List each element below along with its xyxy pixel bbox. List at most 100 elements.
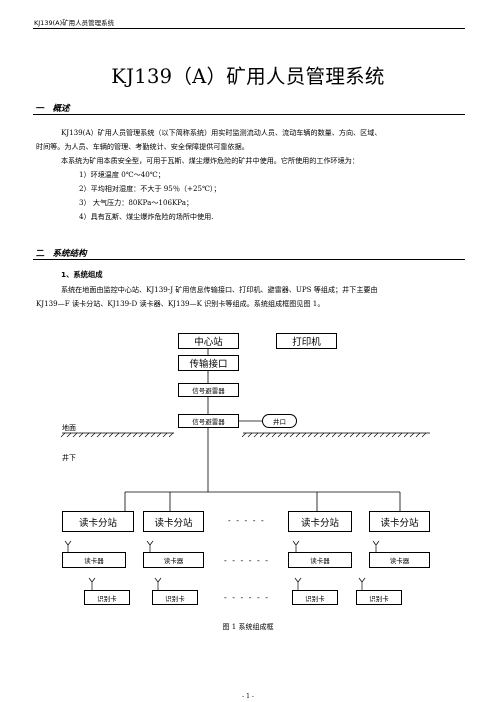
list-item: 2）平均相对湿度：不大于 95％（+25℃）； [79, 184, 221, 193]
page-number: - 1 - [242, 693, 254, 700]
substation-box: 读卡分站 [369, 511, 430, 532]
ground-hatch [343, 432, 349, 438]
ground-hatch [138, 432, 144, 438]
ground-hatch [84, 432, 90, 438]
ground-hatch [265, 432, 271, 438]
ground-hatch [271, 432, 277, 438]
section-rule [33, 259, 465, 260]
reader-box: 读卡器 [369, 552, 430, 568]
document-title: KJ139（A）矿用人员管理系统 [111, 65, 385, 88]
ground-hatch [307, 432, 313, 438]
ground-label: 地面 [62, 424, 76, 432]
ground-hatch [144, 432, 150, 438]
ground-hatch [373, 432, 379, 438]
subsection-heading: 1、系统组成 [61, 270, 103, 279]
lightning-arrester-box-2: 信号避雷器 [178, 414, 239, 428]
ground-hatch [295, 432, 301, 438]
ground-hatch [90, 432, 96, 438]
ellipsis-dash: - - - - - - [224, 593, 270, 602]
reader-box: 读卡器 [143, 552, 204, 568]
ground-hatch [289, 432, 295, 438]
running-header: KJ139(A)矿用人员管理系统 [34, 19, 115, 27]
antenna-icon [64, 540, 72, 552]
ground-hatch [283, 432, 289, 438]
ground-hatch [132, 432, 138, 438]
ground-hatch [277, 432, 283, 438]
ground-hatch [301, 432, 307, 438]
ground-hatch [391, 432, 397, 438]
ground-hatch [379, 432, 385, 438]
section-title: 系统结构 [52, 249, 87, 259]
ground-hatch [403, 432, 409, 438]
ground-hatch [409, 432, 415, 438]
ellipsis-dash: - - - - - [228, 516, 266, 525]
id-card-box: 识别卡 [292, 590, 338, 605]
ground-hatch [385, 432, 391, 438]
well-mouth-box: 井口 [262, 414, 297, 428]
ground-hatch [355, 432, 361, 438]
ground-hatch [102, 432, 108, 438]
ground-hatch [156, 432, 162, 438]
paragraph-line: 本系统为矿用本质安全型，可用于瓦斯、煤尘爆炸危险的矿井中使用。它所使用的工作环境… [61, 156, 359, 165]
ground-hatch [325, 432, 331, 438]
id-card-box: 识别卡 [84, 590, 130, 605]
ground-hatch [361, 432, 367, 438]
ground-hatch [66, 432, 72, 438]
ground-hatch [367, 432, 373, 438]
list-item: 1）环境温度 0℃～40℃； [79, 170, 165, 179]
paragraph-line: 时间等。为人员、车辆的管理、考勤统计、安全保障提供可靠依据。 [36, 142, 249, 151]
substation-box: 读卡分站 [62, 511, 134, 532]
ground-hatch [331, 432, 337, 438]
header-rule [33, 28, 465, 29]
ground-hatch [108, 432, 114, 438]
ground-hatch [313, 432, 319, 438]
ground-hatch [168, 432, 174, 438]
antenna-icon [372, 540, 380, 552]
substation-box: 读卡分站 [288, 511, 352, 532]
ground-hatch [72, 432, 78, 438]
substation-box: 读卡分站 [143, 511, 204, 532]
ground-hatch [241, 432, 247, 438]
section-number: 一 [36, 104, 45, 114]
section-rule [33, 114, 465, 115]
paragraph-line: KJ139(A）矿用人员管理系统（以下简称系统）用实时监测流动人员、流动车辆的数… [61, 128, 382, 137]
ground-hatch [421, 432, 427, 438]
antenna-icon [146, 540, 154, 552]
ellipsis-dash: - - - - - - [224, 556, 270, 565]
ground-hatch [78, 432, 84, 438]
lightning-arrester-box-1: 信号避雷器 [178, 383, 239, 397]
reader-box: 读卡器 [288, 552, 352, 568]
ground-hatch [60, 432, 66, 438]
paragraph-line: 系统在地面由监控中心站、KJ139-J 矿用信息传输接口、打印机、避雷器、UPS… [61, 285, 378, 294]
ground-hatch [337, 432, 343, 438]
ground-hatch [150, 432, 156, 438]
paragraph-line: KJ139—F 读卡分站、KJ139-D 读卡器、KJ139—K 识别卡等组成。… [36, 299, 325, 308]
ground-hatch [247, 432, 253, 438]
ground-hatch [96, 432, 102, 438]
figure-caption: 图 1 系统组成框 [222, 623, 274, 631]
antenna-icon [294, 577, 302, 590]
antenna-icon [292, 540, 300, 552]
transmission-interface-box: 传输接口 [178, 355, 239, 371]
list-item: 4）具有瓦斯、煤尘爆炸危险的场所中使用. [79, 212, 214, 221]
id-card-box: 识别卡 [152, 590, 198, 605]
antenna-icon [358, 577, 366, 590]
ground-hatch [162, 432, 168, 438]
antenna-icon [88, 577, 96, 590]
ground-hatch [415, 432, 421, 438]
center-station-box: 中心站 [178, 333, 239, 349]
id-card-box: 识别卡 [356, 590, 402, 605]
reader-box: 读卡器 [62, 552, 126, 568]
ground-hatch [253, 432, 259, 438]
section-heading-structure: 二系统结构 [36, 247, 87, 259]
ground-hatch [319, 432, 325, 438]
ground-hatch [349, 432, 355, 438]
printer-box: 打印机 [276, 333, 337, 349]
section-title: 概述 [52, 104, 70, 114]
list-item: 3） 大气压力：80KPa～106KPa； [79, 198, 194, 207]
ground-hatch [126, 432, 132, 438]
section-heading-overview: 一概述 [36, 102, 70, 114]
antenna-icon [154, 577, 162, 590]
underground-label: 井下 [62, 454, 76, 462]
